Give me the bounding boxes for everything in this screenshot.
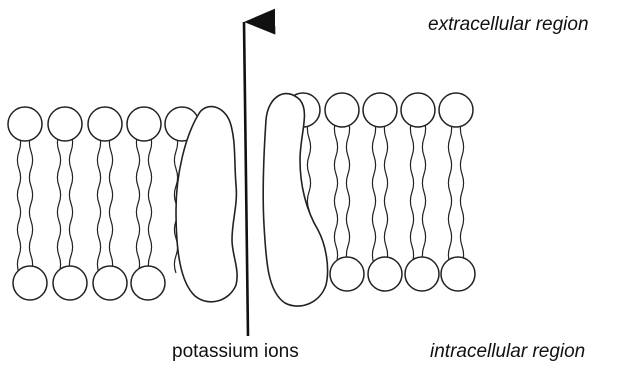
lipid-tail	[109, 134, 112, 273]
lipid-head	[131, 266, 165, 300]
lipid-head	[363, 93, 397, 127]
lipid-head	[325, 93, 359, 127]
lipid-tail	[17, 134, 20, 273]
lipid-tail	[29, 134, 32, 273]
right-bottom-lipid-heads	[330, 257, 475, 291]
lipid-head	[441, 257, 475, 291]
lipid-head	[53, 266, 87, 300]
lipid-head	[13, 266, 47, 300]
lipid-head	[401, 93, 435, 127]
lipid-tail	[69, 134, 72, 273]
lipid-head	[405, 257, 439, 291]
right-top-lipid-heads	[286, 93, 473, 127]
potassium-ions-label: potassium ions	[172, 342, 299, 361]
lipid-head	[127, 107, 161, 141]
ion-flow-arrow	[244, 22, 248, 336]
lipid-tail	[148, 134, 151, 273]
lipid-tail	[334, 120, 337, 264]
lipid-tail	[384, 120, 387, 264]
lipid-tail	[422, 120, 425, 264]
lipid-head	[88, 107, 122, 141]
lipid-tail	[346, 120, 349, 264]
left-bottom-lipid-heads	[13, 266, 165, 300]
lipid-tail	[57, 134, 60, 273]
extracellular-region-label: extracellular region	[428, 15, 589, 34]
lipid-tail	[460, 120, 463, 264]
lipid-head	[368, 257, 402, 291]
left-top-lipid-heads	[8, 107, 199, 141]
lipid-tail	[97, 134, 100, 273]
lipid-tail	[136, 134, 139, 273]
right-channel-protein	[263, 94, 327, 307]
lipid-tail	[448, 120, 451, 264]
lipid-head	[330, 257, 364, 291]
lipid-head	[8, 107, 42, 141]
lipid-head	[439, 93, 473, 127]
left-lipid-tails	[17, 134, 189, 273]
lipid-tail	[410, 120, 413, 264]
lipid-head	[93, 266, 127, 300]
lipid-head	[48, 107, 82, 141]
intracellular-region-label: intracellular region	[430, 342, 585, 361]
left-membrane-section	[8, 107, 199, 300]
lipid-tail	[372, 120, 375, 264]
